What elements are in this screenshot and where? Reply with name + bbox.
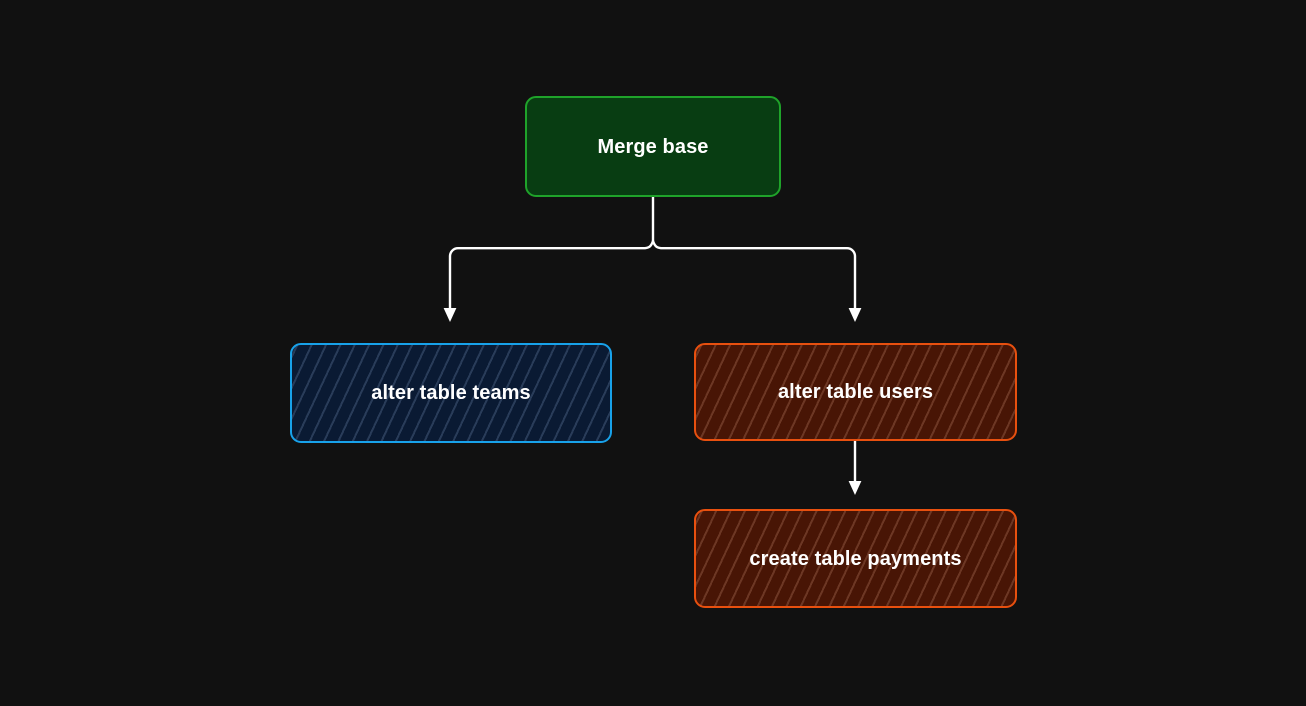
node-alter-table-users[interactable]: alter table users — [694, 343, 1017, 441]
arrowhead-payments-icon — [848, 481, 862, 495]
node-create-table-payments-label: create table payments — [749, 547, 962, 570]
edge-merge-base-to-users — [651, 240, 857, 310]
arrowhead-users-icon — [848, 308, 862, 322]
node-alter-table-teams-label: alter table teams — [371, 382, 531, 404]
node-merge-base[interactable]: Merge base — [525, 96, 781, 197]
node-merge-base-label: Merge base — [597, 135, 709, 158]
node-alter-table-users-label: alter table users — [777, 381, 934, 403]
node-create-table-payments[interactable]: create table payments — [694, 509, 1017, 608]
node-alter-table-teams[interactable]: alter table teams — [290, 343, 612, 443]
edge-merge-base-to-teams — [448, 240, 655, 310]
arrowhead-teams-icon — [443, 308, 457, 322]
